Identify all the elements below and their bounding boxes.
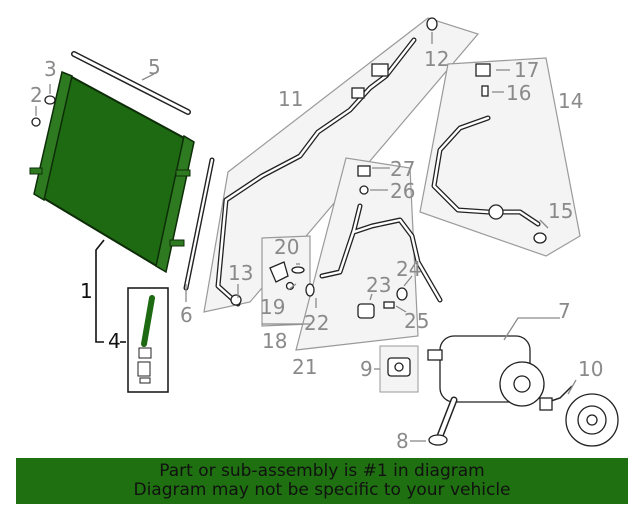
banner-line-2: Diagram may not be specific to your vehi… [133,480,511,500]
drier-kit-box[interactable] [127,287,169,393]
sensor-part-20[interactable] [269,261,305,283]
callout-3: 3 [44,57,57,81]
cap-part-17[interactable] [475,63,491,77]
callout-2: 2 [30,83,43,107]
valve-core-part-25[interactable] [383,301,395,309]
bolt-part-2[interactable] [31,117,41,127]
callout-18: 18 [262,329,287,353]
ac-hose-part-14[interactable] [431,115,541,227]
ac-line-part-21[interactable] [319,203,443,303]
condenser-seal-strip[interactable] [71,51,191,115]
oring-part-22[interactable] [305,283,315,297]
callout-4: 4 [108,329,121,353]
callout-10: 10 [578,357,603,381]
callout-21: 21 [292,355,317,379]
oring-part-24[interactable] [396,287,408,301]
callout-16: 16 [506,81,531,105]
panel-14 [419,57,581,257]
tube-part-6[interactable] [183,157,215,291]
callout-24: 24 [396,257,421,281]
callout-23: 23 [366,273,391,297]
callout-12: 12 [424,47,449,71]
callout-14: 14 [558,89,583,113]
oring-part-12[interactable] [426,17,438,31]
callout-26: 26 [390,179,415,203]
callout-5: 5 [148,55,161,79]
callout-13: 13 [228,261,253,285]
callout-25: 25 [404,309,429,333]
callout-17: 17 [514,58,539,82]
callout-11: 11 [278,87,303,111]
callout-8: 8 [396,429,409,453]
callout-6: 6 [180,303,193,327]
banner-line-1: Part or sub-assembly is #1 in diagram [159,461,485,481]
condenser-assembly[interactable] [29,70,195,274]
callout-7: 7 [558,299,571,323]
part-info-banner: Part or sub-assembly is #1 in diagram Di… [16,458,628,504]
callout-1: 1 [80,279,93,303]
bolt-part-8[interactable] [428,396,458,446]
oring-part-15[interactable] [533,232,547,244]
valve-part-23[interactable] [357,303,375,319]
cap-part-27[interactable] [357,165,371,177]
callout-27: 27 [390,157,415,181]
compressor-part-7[interactable] [427,335,545,407]
bracket-part-3[interactable] [44,95,56,105]
callout-20: 20 [274,235,299,259]
callout-19: 19 [260,295,285,319]
gasket-box-part-9[interactable] [379,345,419,393]
callout-15: 15 [548,199,573,223]
callout-22: 22 [304,311,329,335]
oring-part-26[interactable] [359,185,369,195]
valve-part-16[interactable] [481,85,489,97]
callout-9: 9 [360,357,373,381]
ac-line-part-11[interactable] [215,37,417,307]
clutch-part-10[interactable] [539,385,619,447]
